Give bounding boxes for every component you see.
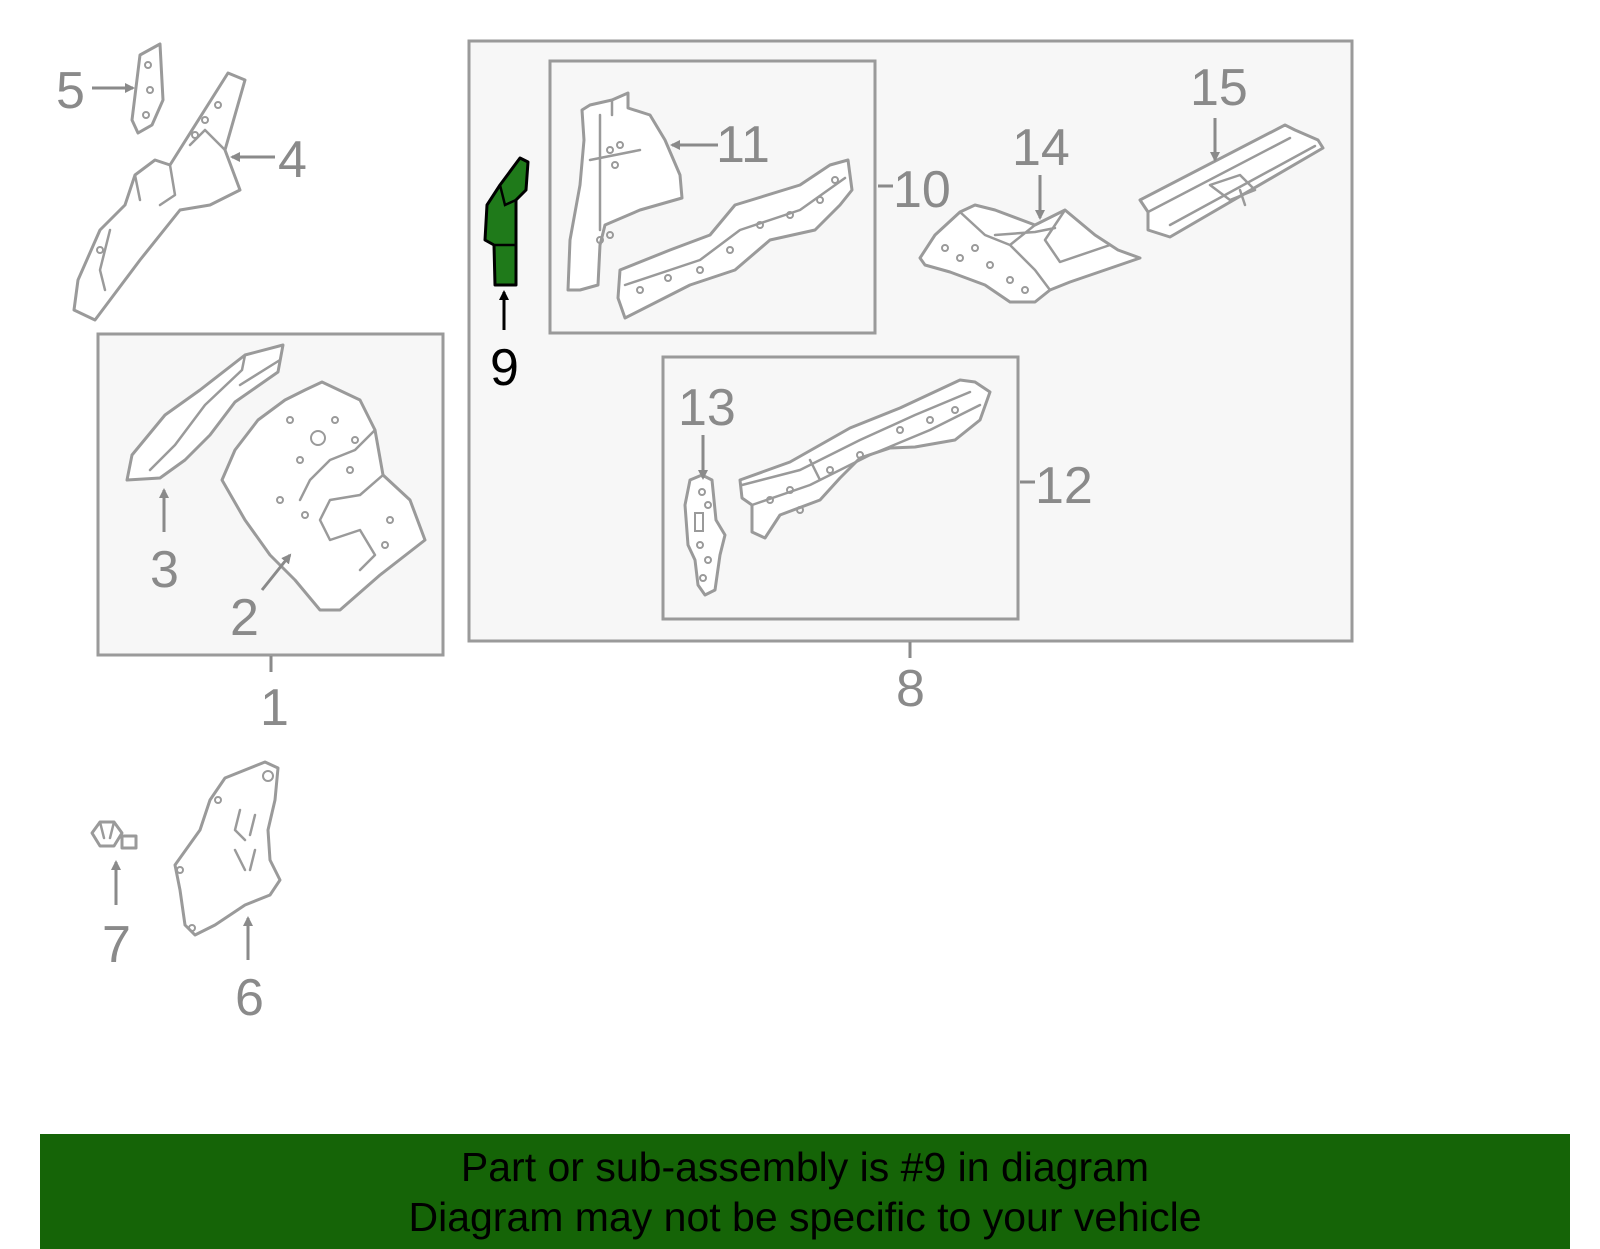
callout-12: 12 <box>1035 457 1093 515</box>
banner-line-2: Diagram may not be specific to your vehi… <box>408 1194 1202 1240</box>
part-9-highlighted[interactable] <box>483 156 530 287</box>
info-banner: Part or sub-assembly is #9 in diagram Di… <box>40 1134 1570 1249</box>
part-12-side-member-assy[interactable] <box>738 378 992 540</box>
callout-1: 1 <box>260 679 289 737</box>
callout-15: 15 <box>1190 59 1248 117</box>
part-6-plate[interactable] <box>173 760 282 937</box>
callout-4: 4 <box>278 131 307 189</box>
part-3-inner-rail[interactable] <box>125 343 285 482</box>
callout-6: 6 <box>235 969 264 1027</box>
part-5-bracket[interactable] <box>130 42 165 135</box>
part-10-side-member[interactable] <box>616 158 854 320</box>
part-7-bolt[interactable] <box>90 820 138 850</box>
callout-10: 10 <box>893 161 951 219</box>
leader-2 <box>260 553 292 591</box>
callout-5: 5 <box>56 62 85 120</box>
part-4-rail[interactable] <box>72 71 247 322</box>
callout-14: 14 <box>1012 119 1070 177</box>
callout-7: 7 <box>102 916 131 974</box>
callout-8: 8 <box>896 660 925 718</box>
part-2-apron[interactable] <box>220 380 427 612</box>
callout-3: 3 <box>150 541 179 599</box>
callout-9: 9 <box>490 339 519 397</box>
part-13-bracket[interactable] <box>683 473 727 597</box>
part-15-rear-crossmember[interactable] <box>1138 123 1325 239</box>
part-14-crossmember[interactable] <box>918 203 1142 304</box>
callout-2: 2 <box>230 589 259 647</box>
banner-line-1: Part or sub-assembly is #9 in diagram <box>460 1144 1150 1190</box>
callout-13: 13 <box>678 379 736 437</box>
part-11-panel[interactable] <box>566 91 684 292</box>
callout-11: 11 <box>716 116 770 174</box>
